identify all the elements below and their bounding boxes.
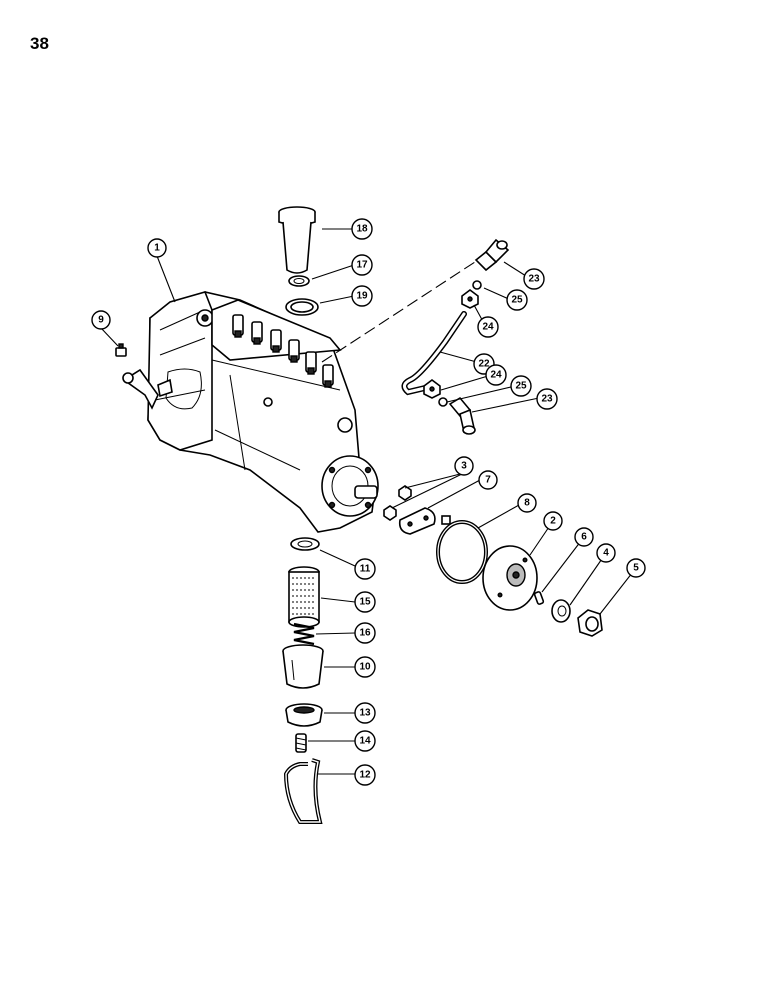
- part-9-screw: [115, 343, 127, 357]
- callout-4-label: 4: [603, 548, 609, 559]
- callout-3: 3: [454, 456, 474, 476]
- callout-5: 5: [626, 558, 646, 578]
- callout-12-label: 12: [359, 770, 371, 781]
- callout-17: 17: [351, 254, 373, 276]
- callout-5-label: 5: [633, 563, 639, 574]
- callout-8: 8: [517, 493, 537, 513]
- callout-2: 2: [543, 511, 563, 531]
- callout-18-label: 18: [356, 224, 368, 235]
- callout-16-label: 16: [359, 628, 371, 639]
- callout-9: 9: [91, 310, 111, 330]
- part-16-spring: [293, 622, 315, 646]
- callout-11: 11: [354, 558, 376, 580]
- callout-22-label: 22: [478, 359, 490, 370]
- callout-25-top: 25: [506, 289, 528, 311]
- callout-4: 4: [596, 543, 616, 563]
- callout-12: 12: [354, 764, 376, 786]
- part-23-elbow-fitting-bottom: [448, 396, 476, 435]
- callout-10-label: 10: [359, 662, 371, 673]
- leader-lines: [100, 228, 637, 775]
- callout-23-top: 23: [523, 268, 545, 290]
- callout-1: 1: [147, 238, 167, 258]
- callout-25-top-label: 25: [511, 295, 523, 306]
- callout-14: 14: [354, 730, 376, 752]
- part-13-retainer-nut: [285, 703, 323, 727]
- part-17-ring: [288, 275, 310, 287]
- part-11-gasket: [290, 537, 320, 551]
- connection-dashed-line: [321, 259, 479, 363]
- part-19-gasket: [285, 298, 319, 316]
- part-7-lock-plate: [398, 507, 436, 535]
- injection-pump-body: [122, 291, 379, 533]
- callout-7-label: 7: [485, 475, 491, 486]
- page-number: 38: [30, 34, 49, 53]
- callout-6-label: 6: [581, 532, 587, 543]
- part-18-filter-bowl: [278, 206, 316, 274]
- callout-6: 6: [574, 527, 594, 547]
- callout-24-top: 24: [477, 316, 499, 338]
- callout-25-bottom: 25: [510, 375, 532, 397]
- callout-1-label: 1: [154, 243, 160, 254]
- callout-19-label: 19: [356, 291, 368, 302]
- callout-3-label: 3: [461, 461, 467, 472]
- part-24-nut-bottom: [423, 379, 441, 399]
- callout-17-label: 17: [356, 260, 368, 271]
- callout-16: 16: [354, 622, 376, 644]
- callout-13: 13: [354, 702, 376, 724]
- callout-24-top-label: 24: [482, 322, 494, 333]
- part-10-sediment-bowl: [282, 644, 324, 689]
- part-24-nut-top: [461, 289, 479, 309]
- callout-23-bottom-label: 23: [541, 394, 553, 405]
- callout-11-label: 11: [360, 564, 371, 575]
- callout-7: 7: [478, 470, 498, 490]
- callout-19: 19: [351, 285, 373, 307]
- callout-25-bottom-label: 25: [515, 381, 527, 392]
- part-25-washer-top: [472, 280, 482, 290]
- callout-15: 15: [354, 591, 376, 613]
- part-15-filter-element: [288, 566, 320, 628]
- part-25-washer-bottom: [438, 397, 448, 407]
- callout-18: 18: [351, 218, 373, 240]
- part-6-key: [533, 591, 545, 605]
- callout-24-bottom: 24: [485, 364, 507, 386]
- callout-23-bottom: 23: [536, 388, 558, 410]
- delivery-valve-holders: [232, 314, 334, 388]
- part-5-nut: [577, 609, 603, 637]
- part-2-drive-hub: [482, 545, 538, 611]
- callout-13-label: 13: [359, 708, 371, 719]
- part-3-nuts: [383, 485, 412, 521]
- callout-10: 10: [354, 656, 376, 678]
- part-14-screw: [295, 733, 307, 753]
- callout-14-label: 14: [359, 736, 371, 747]
- callout-8-label: 8: [524, 498, 530, 509]
- callout-15-label: 15: [359, 597, 371, 608]
- part-4-lock-washer: [551, 599, 571, 623]
- callout-23-top-label: 23: [528, 274, 540, 285]
- part-7-bolt: [441, 515, 451, 525]
- part-23-elbow-fitting-top: [474, 238, 510, 272]
- callout-24-bottom-label: 24: [490, 370, 502, 381]
- callout-2-label: 2: [550, 516, 556, 527]
- callout-9-label: 9: [98, 315, 104, 326]
